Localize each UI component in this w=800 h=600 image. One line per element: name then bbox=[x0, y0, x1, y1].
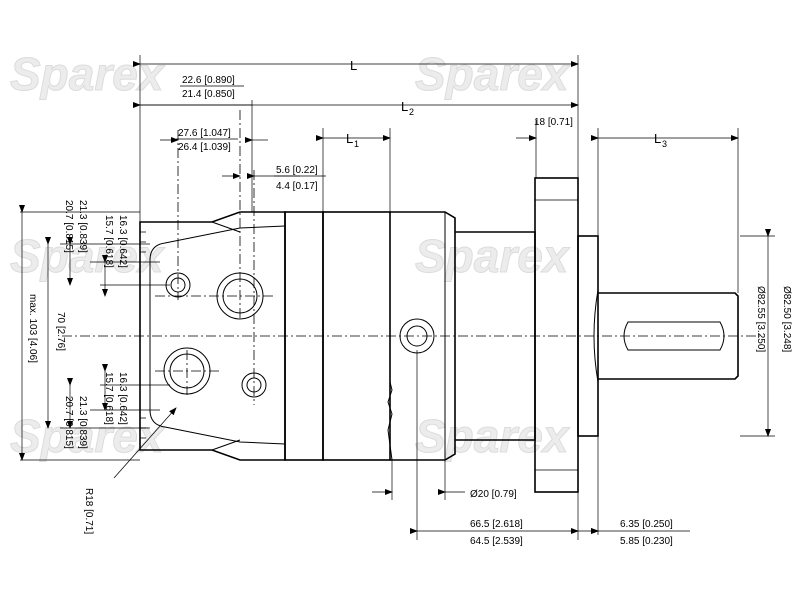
dim-bot-20-7: 20.7 [0.815] bbox=[63, 396, 74, 449]
watermark-text: Sparex bbox=[415, 48, 571, 100]
length-labels: L L 2 L 1 L 3 bbox=[346, 58, 667, 149]
dim-top-16-3: 16.3 [0.642] bbox=[117, 215, 128, 268]
dim-22-6: 22.6 [0.890] bbox=[182, 75, 235, 86]
dim-64-5: 64.5 [2.539] bbox=[470, 536, 523, 547]
dimension-lines bbox=[19, 61, 771, 534]
dim-r18: R18 [0.71] bbox=[83, 488, 94, 534]
watermark-text: Sparex bbox=[10, 48, 166, 100]
watermark-text: Sparex bbox=[415, 230, 571, 282]
extension-lines bbox=[20, 55, 775, 540]
dim-20: Ø20 [0.79] bbox=[470, 489, 517, 500]
watermarks: Sparex Sparex Sparex Sparex Sparex Spare… bbox=[10, 48, 572, 463]
dim-bot-15-7: 15.7 [0.618] bbox=[103, 372, 114, 425]
label-L2-subscript: 2 bbox=[409, 107, 414, 117]
label-L3: L bbox=[654, 131, 661, 146]
label-L1-subscript: 1 bbox=[354, 139, 359, 149]
dim-top-15-7: 15.7 [0.618] bbox=[103, 215, 114, 268]
label-L2: L bbox=[401, 99, 408, 114]
dim-82-55: Ø82.55 [3.250] bbox=[755, 286, 766, 352]
dim-18: 18 [0.71] bbox=[534, 117, 573, 128]
dim-82-50: Ø82.50 [3.248] bbox=[781, 286, 792, 352]
dim-bot-21-3: 21.3 [0.839] bbox=[77, 396, 88, 449]
watermark-text: Sparex bbox=[415, 410, 571, 462]
dim-top-21-3: 21.3 [0.839] bbox=[77, 200, 88, 253]
dim-21-4: 21.4 [0.850] bbox=[182, 89, 235, 100]
dim-27-6: 27.6 [1.047] bbox=[178, 128, 231, 139]
dim-5-85: 5.85 [0.230] bbox=[620, 536, 673, 547]
dim-max-103: max. 103 [4.06] bbox=[27, 294, 38, 363]
label-L3-subscript: 3 bbox=[662, 139, 667, 149]
dim-26-4: 26.4 [1.039] bbox=[178, 142, 231, 153]
label-L1: L bbox=[346, 131, 353, 146]
dim-66-5: 66.5 [2.618] bbox=[470, 519, 523, 530]
dimension-texts: 22.6 [0.890] 21.4 [0.850] 27.6 [1.047] 2… bbox=[27, 75, 792, 547]
dim-6-35: 6.35 [0.250] bbox=[620, 519, 673, 530]
center-lines bbox=[62, 110, 760, 405]
dim-5-6: 5.6 [0.22] bbox=[276, 165, 318, 176]
dim-top-20-7: 20.7 [0.815] bbox=[63, 200, 74, 253]
dim-4-4: 4.4 [0.17] bbox=[276, 181, 318, 192]
dim-70: 70 [2.76] bbox=[55, 312, 66, 351]
dim-bot-16-3: 16.3 [0.642] bbox=[117, 372, 128, 425]
label-L: L bbox=[350, 58, 357, 73]
